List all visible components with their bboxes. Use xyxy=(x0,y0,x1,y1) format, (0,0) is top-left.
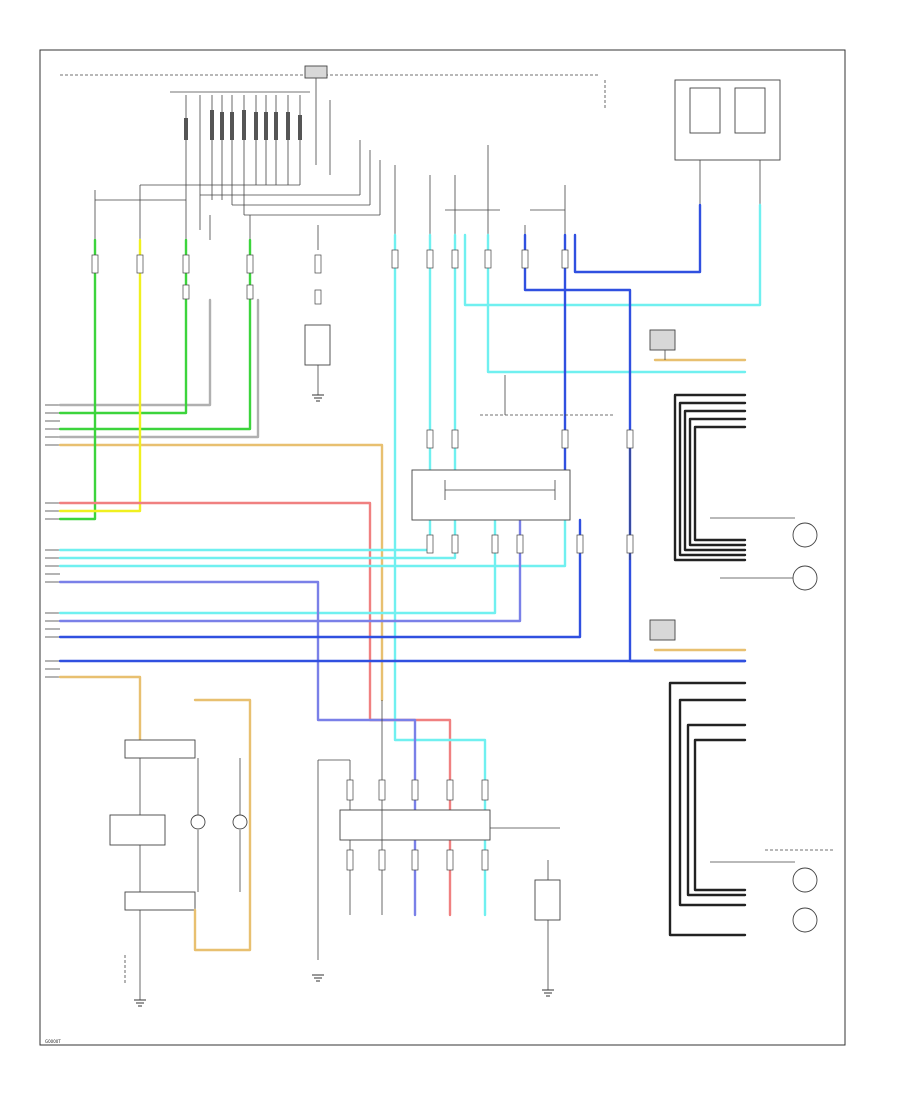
top-bus xyxy=(60,65,600,175)
top-connector-block xyxy=(94,95,381,250)
center-module xyxy=(411,375,631,560)
blue-wires xyxy=(58,203,747,663)
lower-left-components xyxy=(109,698,252,1000)
green-wires xyxy=(58,238,252,521)
top-right-module xyxy=(604,79,781,205)
lower-right-small-component xyxy=(534,860,561,990)
connector-pins xyxy=(91,249,634,554)
diagram-frame xyxy=(39,49,846,1046)
right-lower-module xyxy=(649,619,835,937)
left-harness xyxy=(45,404,60,678)
yellow-wire xyxy=(58,238,142,513)
lower-center-connector xyxy=(317,700,560,960)
cyan-wires xyxy=(58,203,762,917)
footer-code: G0000T xyxy=(45,1039,61,1044)
top-pin-labels xyxy=(184,110,302,140)
tan-wire xyxy=(58,358,747,742)
upper-small-component xyxy=(304,324,331,395)
fuse-group-top xyxy=(394,145,566,235)
ground-symbols xyxy=(134,394,554,1007)
right-upper-module xyxy=(649,329,818,591)
gray-wires xyxy=(58,298,384,702)
